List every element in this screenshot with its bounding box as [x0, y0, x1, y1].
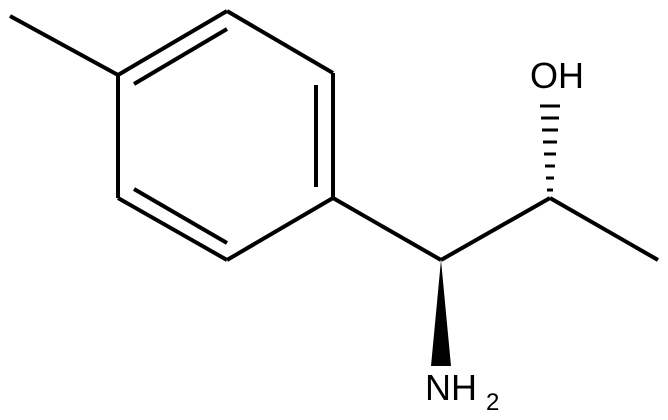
bond-ring-inner-1	[132, 27, 229, 86]
bond-ring-to-c1	[332, 196, 442, 262]
wedge-bond-nh2	[431, 260, 451, 366]
hashed-wedge-oh	[540, 104, 560, 192]
bond-ring-2	[225, 9, 335, 75]
bond-ring-inner-3	[132, 187, 229, 245]
amine-subscript: 2	[486, 389, 499, 416]
bond-ring-4	[225, 196, 335, 262]
bond-c2-methyl	[549, 196, 659, 262]
bond-ring-5	[117, 196, 228, 262]
bond-methyl-ring	[9, 14, 119, 77]
bond-ring-1	[116, 9, 229, 77]
bond-c1-to-c2	[440, 196, 551, 262]
hydroxyl-label: OH	[530, 55, 584, 96]
amine-label: NH	[425, 367, 477, 408]
